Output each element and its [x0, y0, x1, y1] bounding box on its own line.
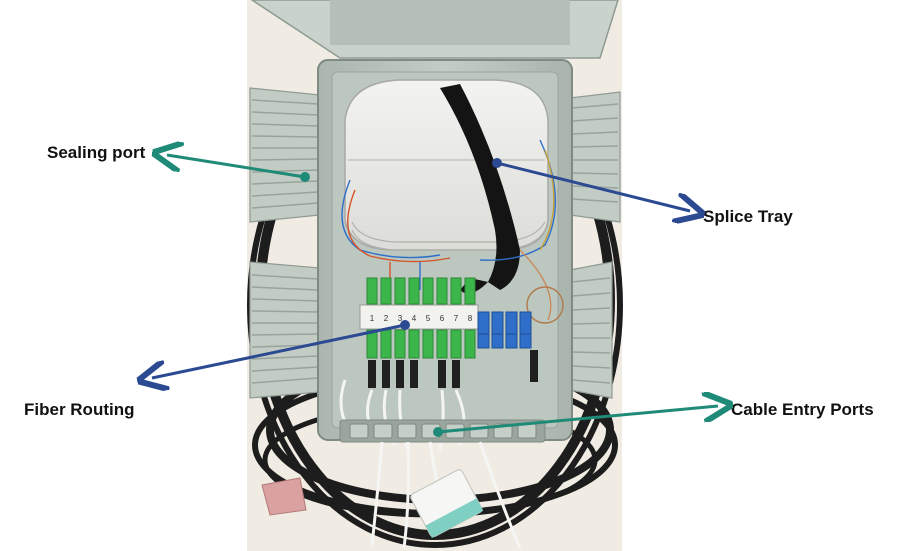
port-number-6: 6 — [440, 314, 445, 323]
fiber-routing-label: Fiber Routing — [24, 400, 134, 419]
splice-tray-label: Splice Tray — [703, 207, 793, 226]
enclosure-lid — [250, 0, 619, 59]
port-number-4: 4 — [412, 314, 417, 323]
port-number-5: 5 — [426, 314, 431, 323]
callout-sealing-port: Sealing port — [47, 143, 310, 182]
cable-entry-ports-arrow — [437, 406, 718, 434]
fiber-routing-arrow — [152, 323, 406, 378]
callout-cable-entry-ports: Cable Entry Ports — [433, 400, 874, 437]
cable-entry-ports-label: Cable Entry Ports — [731, 400, 874, 419]
splice-tray-arrow — [496, 161, 690, 211]
splice-tray — [344, 79, 549, 294]
port-number-2: 2 — [384, 314, 389, 323]
port-number-3: 3 — [398, 314, 403, 323]
splice-tray-dot — [492, 158, 502, 168]
callout-fiber-routing: Fiber Routing — [24, 320, 410, 419]
callout-splice-tray: Splice Tray — [492, 158, 793, 226]
sealing-port-dot — [300, 172, 310, 182]
port-number-7: 7 — [454, 314, 459, 323]
port-number-1: 1 — [370, 314, 375, 323]
port-number-8: 8 — [468, 314, 473, 323]
left-sealing-fins — [249, 87, 321, 399]
fiber-routing-dot — [400, 320, 410, 330]
routed-fibers — [341, 139, 564, 324]
cable-entry-ports-dot — [433, 427, 443, 437]
sealing-port-arrow — [167, 155, 306, 179]
cable-entry-ports — [261, 419, 546, 549]
sealing-port-label: Sealing port — [47, 143, 146, 162]
